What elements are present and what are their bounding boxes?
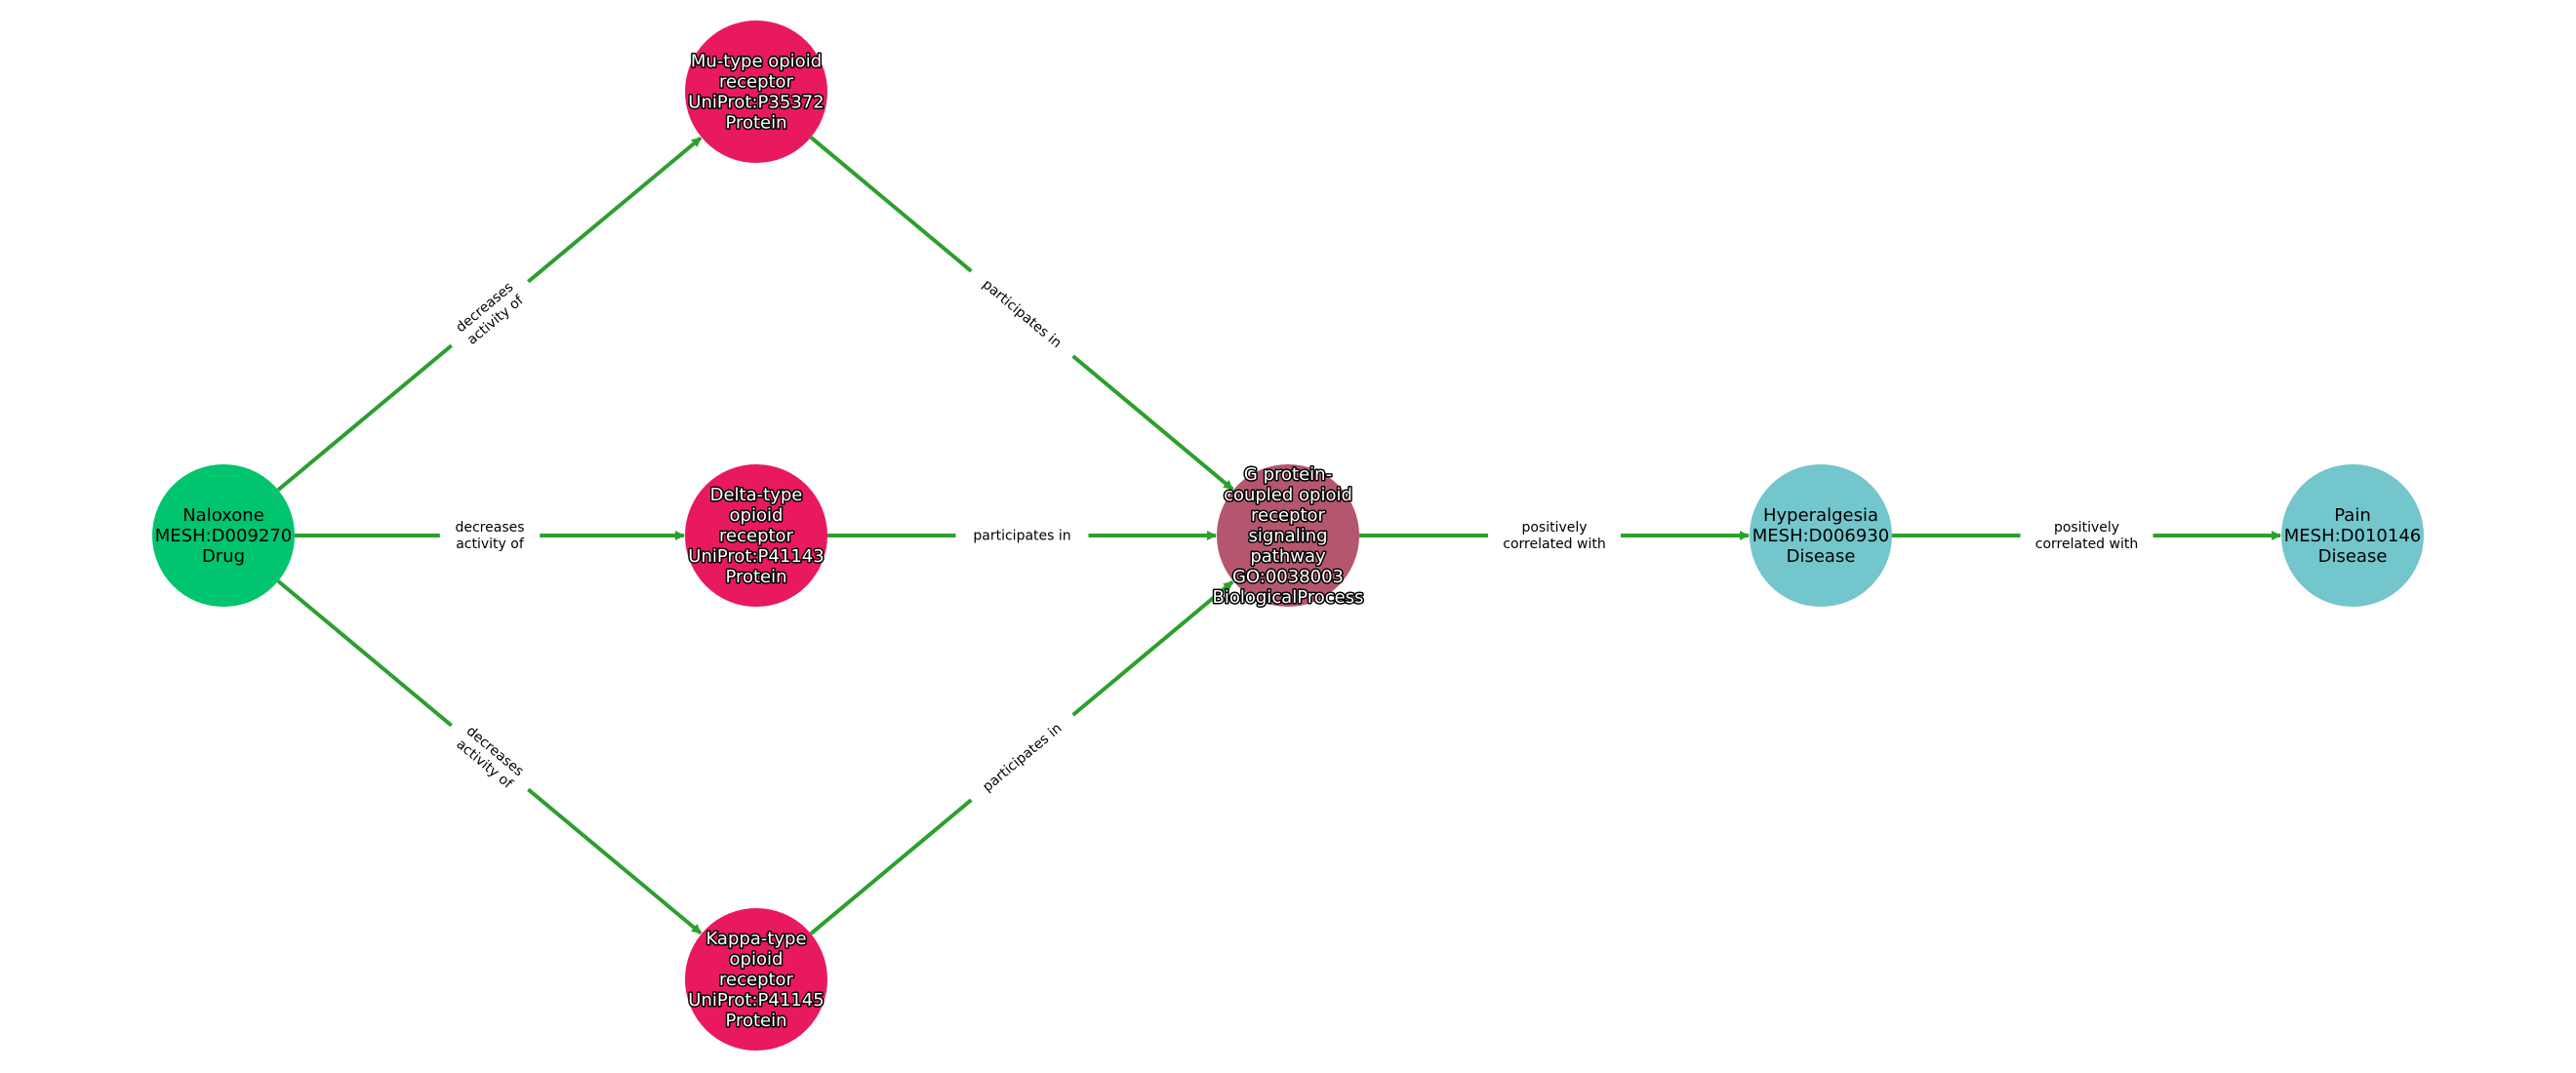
node-label-line: Protein (725, 567, 786, 587)
node-label-line: Protein (725, 1011, 786, 1031)
node-label-line: opioid (730, 505, 784, 526)
node-label-line: MESH:D006930 (1752, 526, 1890, 546)
edge-label-line: positively (2054, 520, 2119, 536)
edge-kappa-gpcr: participates in (809, 579, 1234, 935)
node-label-line: signaling (1248, 526, 1327, 546)
edge-label-line: decreases (455, 520, 524, 536)
edge-mu-gpcr: participates in (809, 136, 1234, 492)
node-label-line: Naloxone (182, 505, 264, 526)
node-label-line: Protein (725, 113, 786, 134)
edge-label-background (439, 711, 541, 804)
node-label-line: MESH:D010146 (2284, 526, 2422, 546)
node-label-line: receptor (719, 970, 794, 990)
node-label-line: Drug (202, 546, 245, 567)
edge-label-line: participates in (980, 277, 1065, 352)
node-label-line: UniProt:P41143 (688, 546, 824, 567)
node-circle[interactable] (1217, 464, 1359, 607)
node-label-line: Hyperalgesia (1763, 505, 1878, 526)
edge-delta-gpcr: participates in (827, 525, 1217, 546)
edge-label-background (1488, 517, 1621, 554)
node-circle[interactable] (1750, 464, 1892, 607)
node-gpcr[interactable]: G protein-coupled opioidreceptorsignalin… (1211, 463, 1365, 610)
node-label-line: BiologicalProcess (1212, 587, 1363, 608)
edge-label: participates in (955, 525, 1089, 546)
node-label-line: Kappa-type (705, 929, 806, 949)
node-circle[interactable] (2281, 464, 2424, 607)
edge-label-background (439, 267, 541, 360)
node-label-line: MESH:D009270 (155, 526, 293, 546)
node-label-line: receptor (1251, 505, 1326, 526)
edge-label-background (439, 517, 541, 554)
node-label-line: GO:0038003 (1232, 567, 1344, 587)
edge-label-line: correlated with (2035, 536, 2138, 552)
edge-label-line: correlated with (1503, 536, 1605, 552)
edge-label-background (964, 706, 1080, 809)
node-label-line: pathway (1250, 546, 1326, 567)
edge-label-line: positively (1521, 520, 1587, 536)
edge-label-background (964, 262, 1080, 365)
node-label-line: Pain (2334, 505, 2371, 526)
node-circle[interactable] (685, 908, 827, 1051)
node-kappa[interactable]: Kappa-typeopioidreceptorUniProt:P41145Pr… (685, 908, 827, 1051)
node-label-line: Disease (2318, 546, 2388, 567)
edge-label: participates in (964, 706, 1080, 809)
node-mu[interactable]: Mu-type opioidreceptorUniProt:P35372Prot… (685, 20, 827, 163)
node-label-line: Mu-type opioid (691, 52, 822, 72)
node-circle[interactable] (685, 464, 827, 607)
edge-label-background (2020, 517, 2153, 554)
node-delta[interactable]: Delta-typeopioidreceptorUniProt:P41143Pr… (685, 464, 827, 607)
node-label-line: opioid (730, 949, 784, 970)
node-label-line: coupled opioid (1224, 485, 1352, 505)
node-circle[interactable] (152, 464, 295, 607)
edge-label-line: activity of (456, 536, 525, 552)
edge-label-line: participates in (980, 721, 1065, 796)
node-label-line: UniProt:P35372 (688, 93, 824, 113)
node-label-line: receptor (719, 72, 794, 93)
edge-label: participates in (964, 262, 1080, 365)
edge-label-background (955, 525, 1089, 546)
node-label-line: G protein- (1244, 464, 1332, 485)
node-label-line: UniProt:P41145 (688, 990, 824, 1011)
node-label-line: receptor (719, 526, 794, 546)
edge-label-line: participates in (973, 529, 1070, 544)
node-label-line: Delta-type (710, 485, 803, 505)
node-circle[interactable] (685, 20, 827, 163)
node-label-line: Disease (1787, 546, 1856, 567)
